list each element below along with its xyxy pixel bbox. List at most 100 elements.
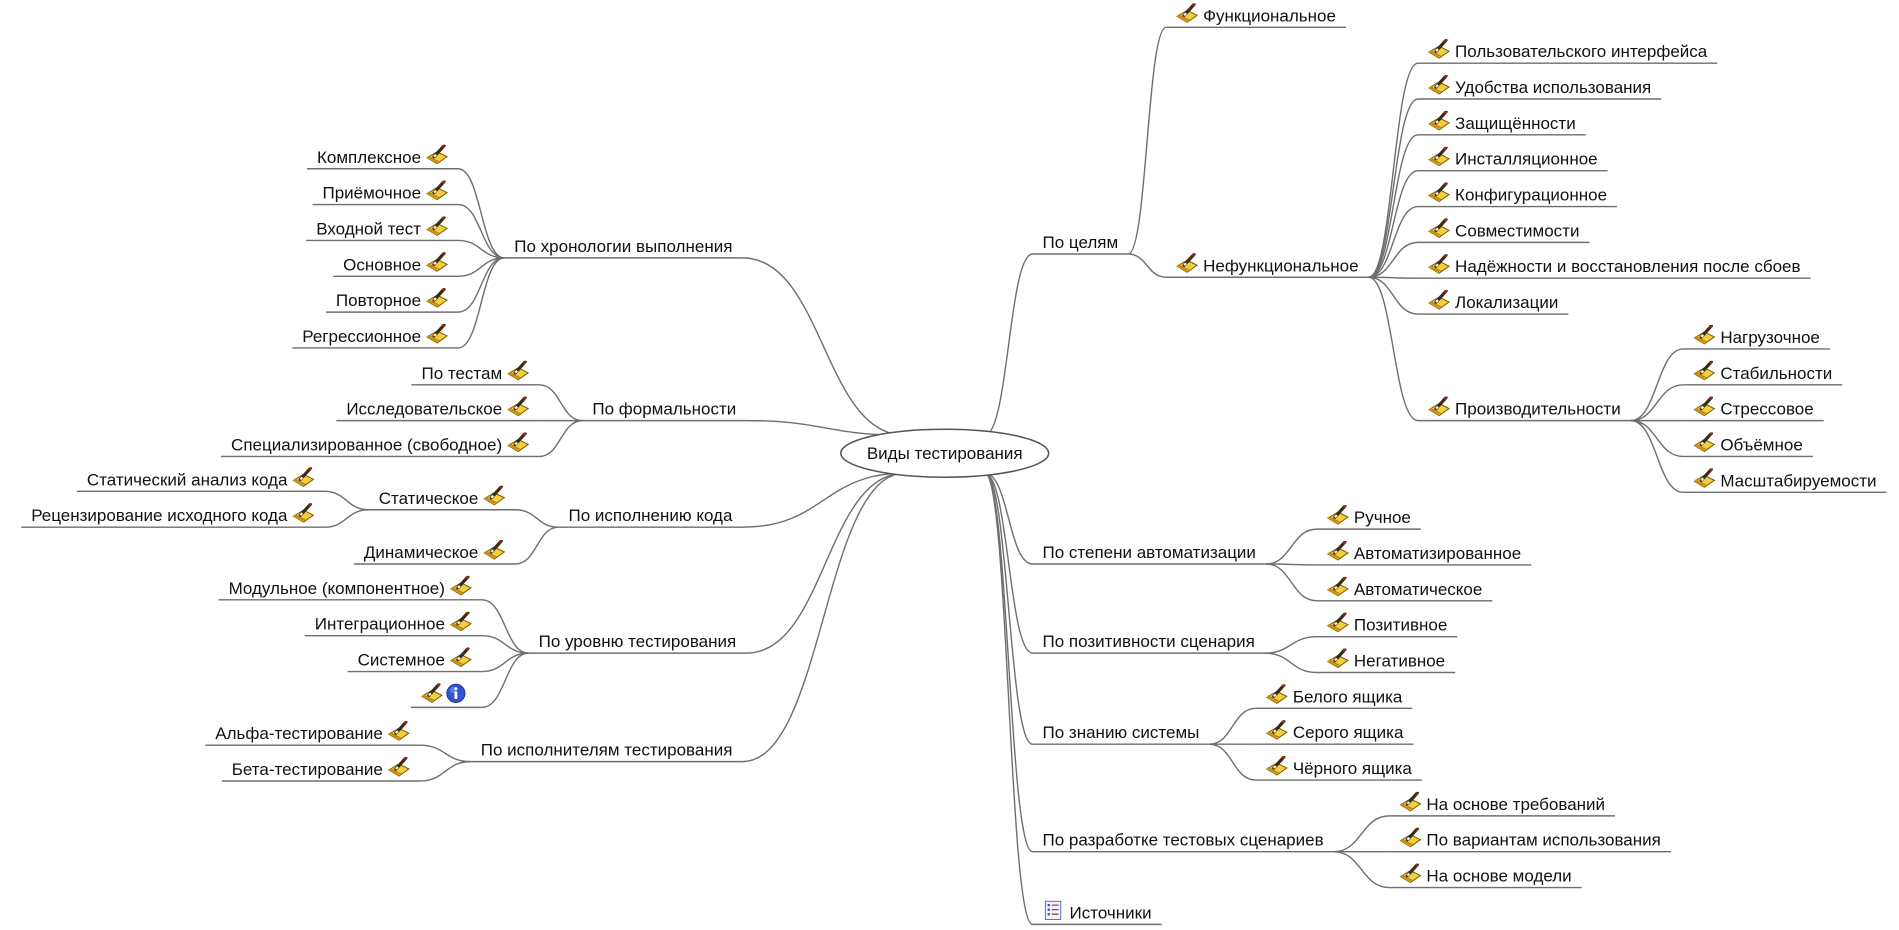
pencil-icon (292, 467, 315, 488)
node-входной-тест[interactable]: Входной тест (306, 216, 459, 242)
node-по-вариантам-использования[interactable]: По вариантам использования (1389, 827, 1671, 853)
pencil-icon (1428, 396, 1451, 417)
node-стабильности[interactable]: Стабильности (1683, 360, 1843, 386)
node-label: Масштабируемости (1720, 471, 1876, 490)
node-удобства-использования[interactable]: Удобства использования (1418, 75, 1662, 100)
node-label: Производительности (1455, 400, 1621, 419)
node-регрессионное[interactable]: Регрессионное (292, 323, 459, 349)
root-node[interactable]: Виды тестирования (840, 428, 1050, 478)
connector (984, 472, 1033, 654)
node-статический-анализ-кода[interactable]: Статический анализ кода (76, 467, 325, 493)
pencil-icon (1399, 863, 1422, 884)
node-label: Серого ящика (1293, 723, 1404, 742)
node-надёжности-и-восстановления-после-сбоев[interactable]: Надёжности и восстановления после сбоев (1418, 254, 1811, 279)
node-функциональное[interactable]: Функциональное (1166, 3, 1346, 29)
node-label: На основе модели (1426, 867, 1571, 886)
connector (1209, 707, 1256, 745)
node-pencil-icon[interactable] (410, 683, 482, 709)
node-белого-ящика[interactable]: Белого ящика (1255, 684, 1413, 710)
node-label: По исполнению кода (569, 506, 733, 525)
node-по-исполнителям-тестирования[interactable]: По исполнителям тестирования (470, 741, 743, 763)
node-источники[interactable]: Источники (1032, 900, 1162, 926)
node-по-знанию-системы[interactable]: По знанию системы (1032, 723, 1210, 745)
node-основное[interactable]: Основное (333, 252, 459, 277)
node-по-тестам[interactable]: По тестам (411, 360, 540, 386)
node-label: Позитивное (1354, 616, 1447, 635)
node-на-основе-модели[interactable]: На основе модели (1389, 863, 1582, 889)
connector (1265, 563, 1317, 602)
node-ручное[interactable]: Ручное (1316, 505, 1421, 530)
node-label: Модульное (компонентное) (229, 579, 445, 598)
node-локализации[interactable]: Локализации (1418, 290, 1569, 315)
connector (419, 744, 471, 763)
node-label: Системное (358, 651, 445, 670)
node-label: Стабильности (1720, 364, 1832, 383)
connector (1368, 276, 1419, 315)
connector (1368, 134, 1419, 278)
node-статическое[interactable]: Статическое (368, 485, 516, 511)
node-комплексное[interactable]: Комплексное (306, 144, 459, 170)
node-динамическое[interactable]: Динамическое (353, 540, 516, 565)
connector (984, 472, 1033, 745)
node-инсталляционное[interactable]: Инсталляционное (1418, 146, 1608, 172)
node-по-степени-автоматизации[interactable]: По степени автоматизации (1032, 543, 1266, 565)
pencil-icon (1326, 505, 1349, 526)
connector (419, 760, 471, 782)
node-совместимости[interactable]: Совместимости (1418, 218, 1590, 244)
node-специализированное-свободное[interactable]: Специализированное (свободное) (221, 432, 540, 458)
connector (742, 257, 905, 436)
node-приёмочное[interactable]: Приёмочное (312, 180, 459, 206)
node-повторное[interactable]: Повторное (325, 288, 459, 313)
node-label: Удобства использования (1455, 78, 1651, 97)
node-негативное[interactable]: Негативное (1316, 648, 1456, 674)
node-чёрного-ящика[interactable]: Чёрного ящика (1255, 756, 1422, 781)
pencil-icon (1326, 540, 1349, 561)
connector (515, 509, 559, 528)
node-рецензирование-исходного-кода[interactable]: Рецензирование исходного кода (21, 503, 325, 528)
node-бета-тестирование[interactable]: Бета-тестирование (221, 757, 420, 782)
node-на-основе-требований[interactable]: На основе требований (1389, 791, 1616, 817)
pencil-icon (1428, 146, 1451, 167)
node-по-уровню-тестирования[interactable]: По уровню тестирования (528, 632, 747, 654)
node-нефункциональное[interactable]: Нефункциональное (1166, 253, 1369, 278)
node-конфигурационное[interactable]: Конфигурационное (1418, 182, 1618, 208)
connector (984, 472, 1034, 853)
pencil-icon (426, 216, 449, 237)
connector (746, 419, 905, 436)
node-модульное-компонентное[interactable]: Модульное (компонентное) (218, 575, 482, 601)
node-по-целям[interactable]: По целям (1032, 233, 1129, 255)
node-нагрузочное[interactable]: Нагрузочное (1683, 324, 1830, 350)
node-масштабируемости[interactable]: Масштабируемости (1683, 468, 1887, 494)
pencil-icon (1428, 110, 1451, 131)
pencil-icon (1428, 39, 1451, 60)
node-пользовательского-интерфейса[interactable]: Пользовательского интерфейса (1418, 39, 1718, 64)
root-label: Виды тестирования (867, 444, 1023, 463)
connector (1368, 276, 1419, 422)
connector (1630, 419, 1684, 494)
node-защищённости[interactable]: Защищённости (1418, 110, 1586, 136)
node-интеграционное[interactable]: Интеграционное (304, 611, 482, 637)
connector (457, 257, 505, 313)
node-автоматическое[interactable]: Автоматическое (1316, 576, 1493, 602)
node-позитивное[interactable]: Позитивное (1316, 612, 1458, 638)
node-по-исполнению-кода[interactable]: По исполнению кода (558, 506, 743, 528)
node-label: По позитивности сценария (1043, 632, 1255, 651)
node-по-формальности[interactable]: По формальности (582, 400, 747, 422)
node-label: Повторное (336, 291, 421, 310)
node-стрессовое[interactable]: Стрессовое (1683, 396, 1824, 422)
node-объёмное[interactable]: Объёмное (1683, 432, 1813, 458)
node-по-позитивности-сценария[interactable]: По позитивности сценария (1032, 632, 1265, 654)
node-label: Автоматизированное (1354, 544, 1521, 563)
connector (1630, 348, 1684, 422)
node-label: По знанию системы (1043, 723, 1200, 742)
node-по-разработке-тестовых-сценариев[interactable]: По разработке тестовых сценариев (1032, 831, 1334, 853)
connector (458, 239, 505, 259)
node-исследовательское[interactable]: Исследовательское (336, 396, 540, 422)
node-автоматизированное[interactable]: Автоматизированное (1316, 540, 1532, 566)
node-серого-ящика[interactable]: Серого ящика (1255, 720, 1414, 745)
node-производительности[interactable]: Производительности (1418, 396, 1631, 422)
node-системное[interactable]: Системное (347, 647, 482, 673)
node-по-хронологии-выполнения[interactable]: По хронологии выполнения (504, 237, 743, 259)
node-label: Рецензирование исходного кода (31, 506, 288, 525)
node-альфа-тестирование[interactable]: Альфа-тестирование (205, 721, 420, 746)
